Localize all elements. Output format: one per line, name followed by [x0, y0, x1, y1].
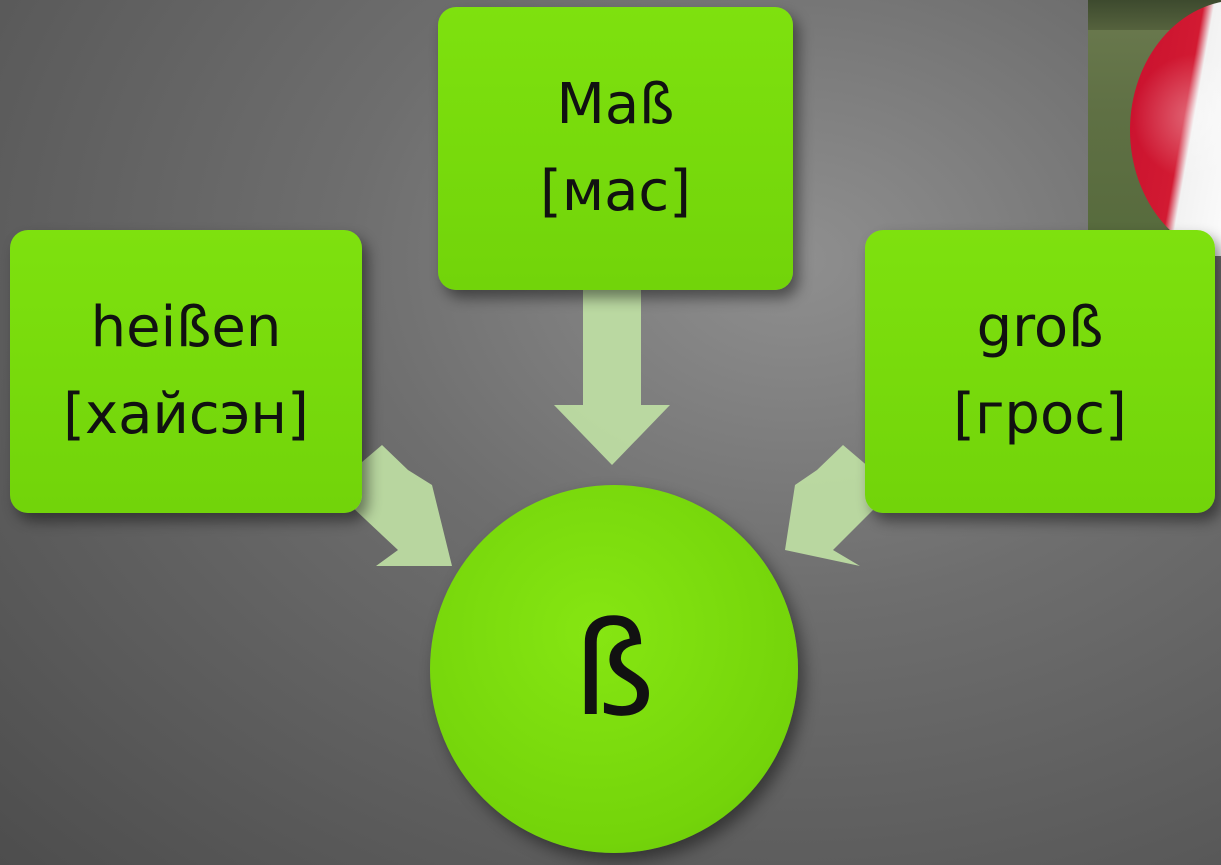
word-label: heißen [90, 294, 282, 360]
beach-ball-photo [1088, 0, 1221, 256]
transcription-label: [хайсэн] [63, 381, 309, 447]
transcription-label: [грос] [953, 381, 1127, 447]
word-label: groß [976, 294, 1104, 360]
word-box-heissen: heißen [хайсэн] [10, 230, 362, 513]
word-label: Maß [556, 71, 675, 137]
arrow-right [785, 445, 885, 566]
center-circle: ß [430, 485, 798, 853]
center-symbol: ß [573, 593, 655, 745]
arrow-left [340, 445, 452, 566]
arrow-top [554, 290, 670, 465]
transcription-label: [мас] [539, 158, 692, 224]
word-box-gross: groß [грос] [865, 230, 1215, 513]
word-box-mass: Maß [мас] [438, 7, 793, 290]
